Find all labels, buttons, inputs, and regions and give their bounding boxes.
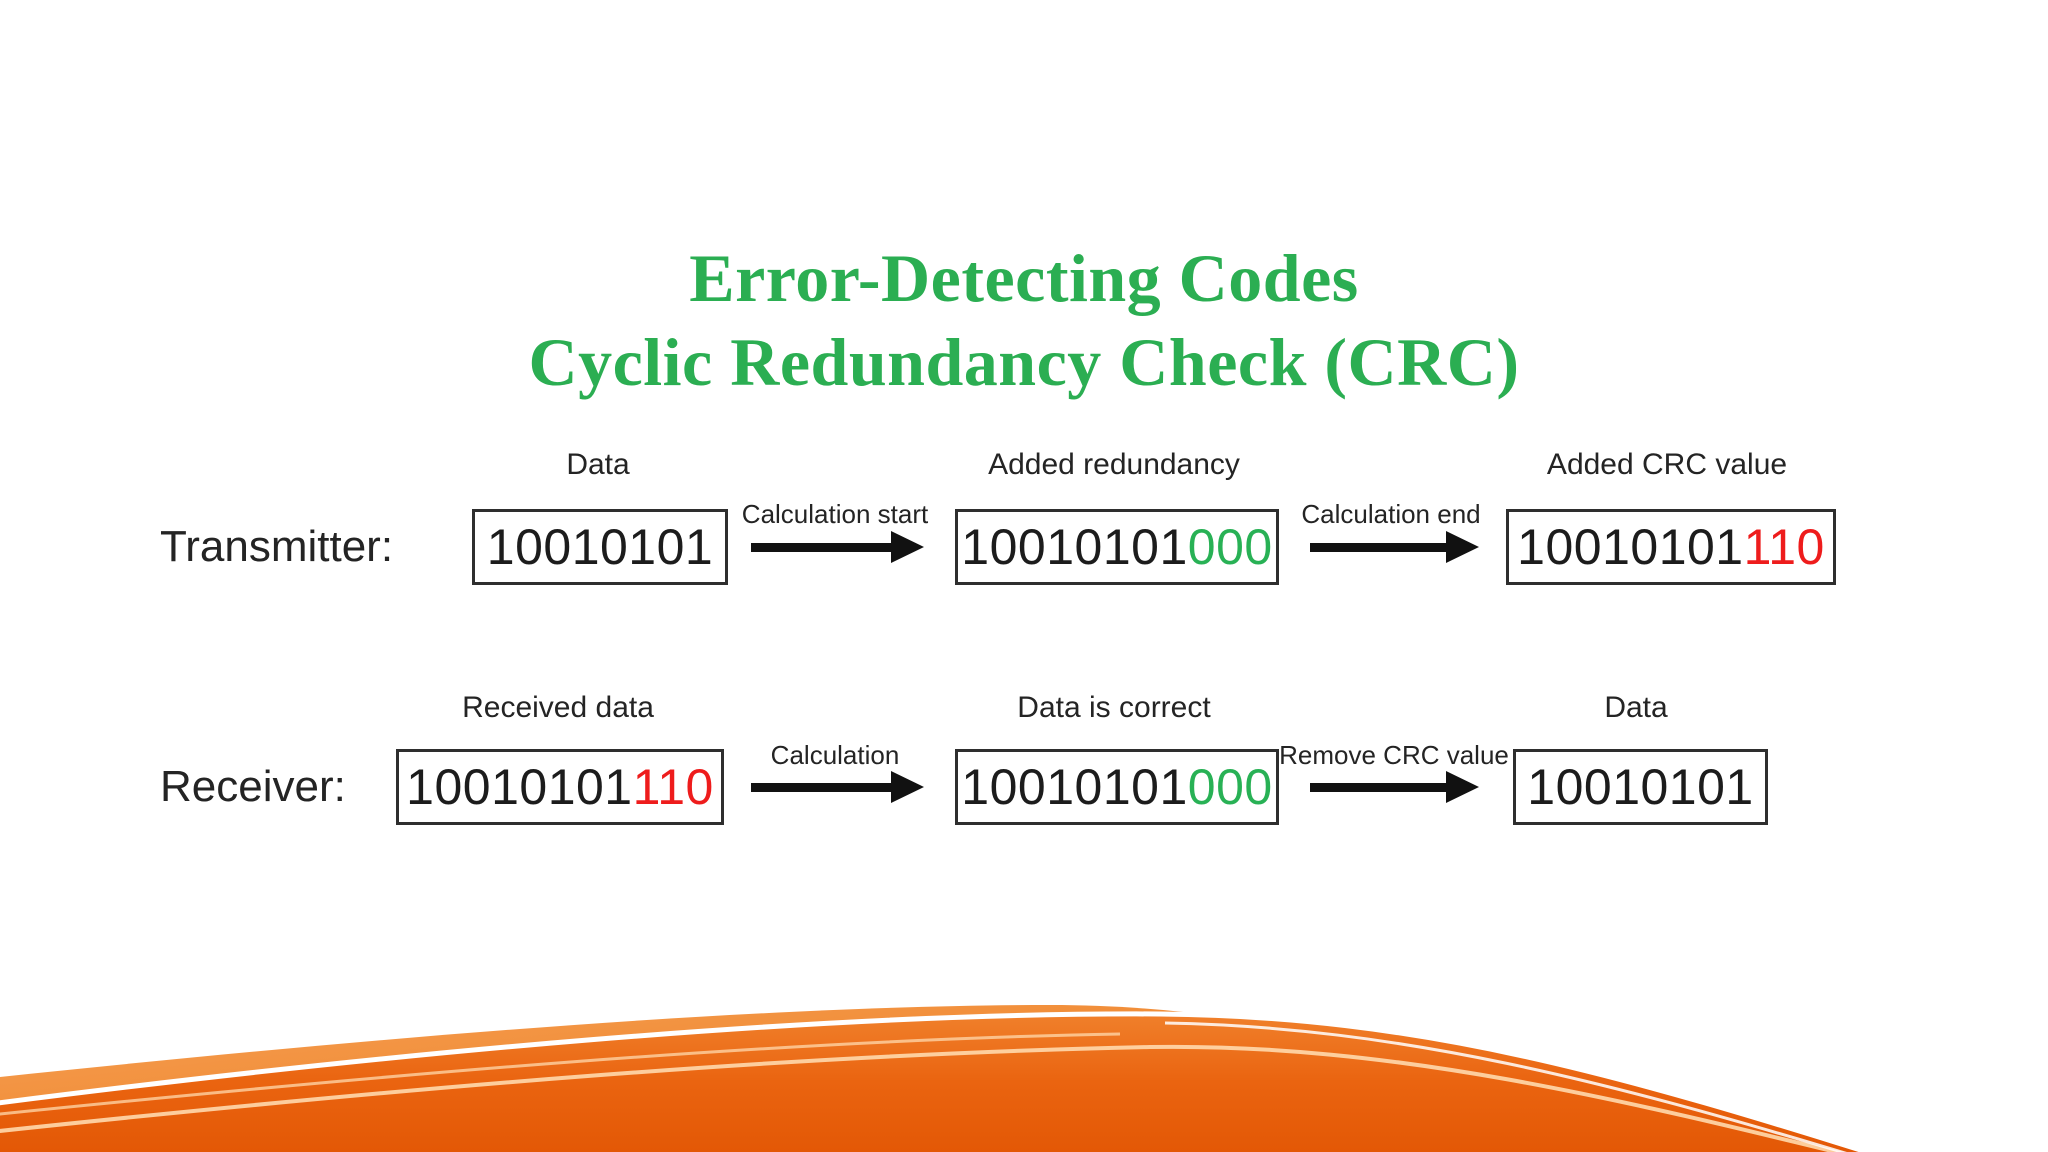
wave-main [0, 1011, 1876, 1152]
wave-highlight-line [0, 1032, 1121, 1116]
bits-main: 10010101 [1527, 759, 1754, 815]
caption-added-redundancy: Added redundancy [988, 448, 1240, 481]
bits-main: 10010101 [961, 519, 1188, 575]
arrow-label-calculation-end: Calculation end [1301, 499, 1481, 529]
wave-highlight-line [1164, 1021, 1847, 1152]
arrow-label-calculation-start: Calculation start [741, 499, 929, 529]
arrow-right-icon [1310, 531, 1479, 563]
caption-data-is-correct: Data is correct [1017, 691, 1211, 724]
arrow-right-icon [1310, 771, 1479, 803]
bitbox-tx-data: 10010101 [472, 509, 728, 585]
bits-main: 10010101 [1517, 519, 1744, 575]
wave-highlight-line [0, 1044, 1845, 1152]
caption-data-rx: Data [1604, 691, 1668, 724]
receiver-label: Receiver: [160, 762, 346, 811]
arrow-right-icon [751, 531, 924, 563]
slide-title: Error-Detecting Codes Cyclic Redundancy … [0, 236, 2048, 404]
bits-suffix-green: 000 [1187, 519, 1273, 575]
caption-received-data: Received data [462, 691, 654, 724]
transmitter-label: Transmitter: [160, 522, 394, 571]
title-line-1: Error-Detecting Codes [689, 240, 1359, 316]
wave-decoration [0, 1005, 1876, 1152]
bits-suffix-red: 110 [632, 759, 714, 815]
caption-added-crc-value: Added CRC value [1546, 448, 1788, 481]
bits-main: 10010101 [406, 759, 633, 815]
bits-main: 10010101 [486, 519, 714, 575]
bits-suffix-green: 000 [1187, 759, 1273, 815]
arrow-label-remove-crc-value: Remove CRC value [1279, 740, 1509, 770]
arrow-label-calculation: Calculation [770, 740, 900, 770]
arrow-right-icon [751, 771, 924, 803]
bits-main: 10010101 [961, 759, 1188, 815]
bitbox-rx-data: 10010101 [1513, 749, 1768, 825]
title-line-2: Cyclic Redundancy Check (CRC) [528, 324, 1520, 400]
bits-suffix-red: 110 [1743, 519, 1825, 575]
caption-data-tx: Data [566, 448, 630, 481]
